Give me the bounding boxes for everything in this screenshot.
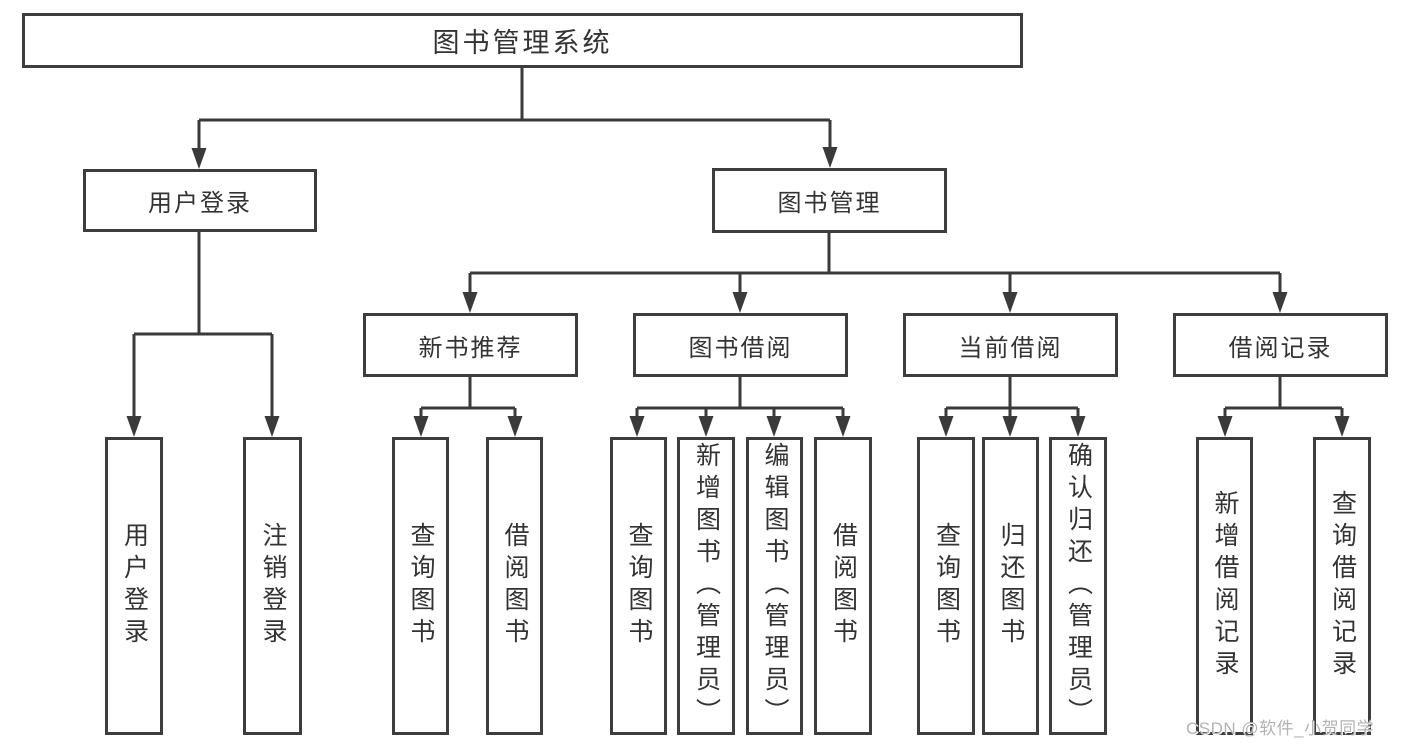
node-book-management: 图书管理 (712, 168, 947, 233)
node-label: 借阅记录 (1228, 334, 1333, 362)
node-borrowing-records: 借阅记录 (1173, 313, 1388, 377)
connector-user-login-to-leaves (126, 232, 280, 437)
leaf-label: 新增图书（管理员） (692, 442, 721, 730)
node-current-borrowing: 当前借阅 (903, 313, 1118, 377)
leaf-confirm-return-admin: 确认归还（管理员） (1049, 437, 1107, 735)
leaf-label: 用户登录 (120, 522, 149, 650)
leaf-add-books-admin: 新增图书（管理员） (677, 437, 735, 735)
connector-book-management-to-level3 (462, 233, 1288, 313)
connector-recommendation-to-leaves (413, 377, 523, 437)
leaf-return-books: 归还图书 (982, 437, 1039, 735)
leaf-label: 借阅图书 (829, 522, 858, 650)
node-label: 当前借阅 (958, 334, 1063, 362)
node-label: 用户登录 (148, 190, 252, 217)
connector-records-to-leaves (1217, 377, 1350, 437)
leaf-label: 查询图书 (932, 522, 961, 650)
connector-root-to-level2 (191, 68, 838, 169)
leaf-user-login: 用户登录 (105, 437, 163, 735)
leaf-edit-books-admin: 编辑图书（管理员） (746, 437, 803, 735)
csdn-watermark: CSDN @软件_小贺同学 (1186, 719, 1375, 738)
leaf-borrow-books: 借阅图书 (814, 437, 872, 735)
leaf-current-query-books: 查询图书 (917, 437, 975, 735)
node-label: 图书管理系统 (432, 28, 613, 58)
leaf-recommend-borrow-books: 借阅图书 (486, 437, 543, 735)
leaf-label: 查询借阅记录 (1328, 490, 1357, 682)
leaf-label: 查询图书 (625, 522, 653, 650)
leaf-query-borrow-record: 查询借阅记录 (1313, 437, 1371, 735)
node-label: 新书推荐 (418, 334, 523, 362)
leaf-borrowing-query-books: 查询图书 (610, 437, 667, 735)
leaf-label: 借阅图书 (501, 522, 529, 650)
node-book-borrowing: 图书借阅 (633, 313, 848, 377)
leaf-label: 新增借阅记录 (1211, 490, 1239, 682)
connector-current-borrowing-to-leaves (938, 377, 1086, 437)
node-label: 图书管理 (777, 190, 882, 217)
node-label: 图书借阅 (688, 334, 793, 362)
leaf-logout: 注销登录 (243, 437, 302, 735)
leaf-add-borrow-record: 新增借阅记录 (1196, 437, 1253, 735)
node-new-book-recommendation: 新书推荐 (363, 313, 578, 377)
leaf-label: 注销登录 (259, 522, 287, 650)
connector-borrowing-to-leaves (629, 377, 851, 437)
leaf-label: 归还图书 (997, 522, 1025, 650)
node-user-login: 用户登录 (83, 169, 317, 232)
leaf-label: 确认归还（管理员） (1064, 442, 1093, 730)
leaf-label: 编辑图书（管理员） (761, 442, 789, 730)
leaf-label: 查询图书 (407, 522, 435, 650)
leaf-recommend-query-books: 查询图书 (392, 437, 449, 735)
node-library-management-system: 图书管理系统 (22, 13, 1023, 68)
